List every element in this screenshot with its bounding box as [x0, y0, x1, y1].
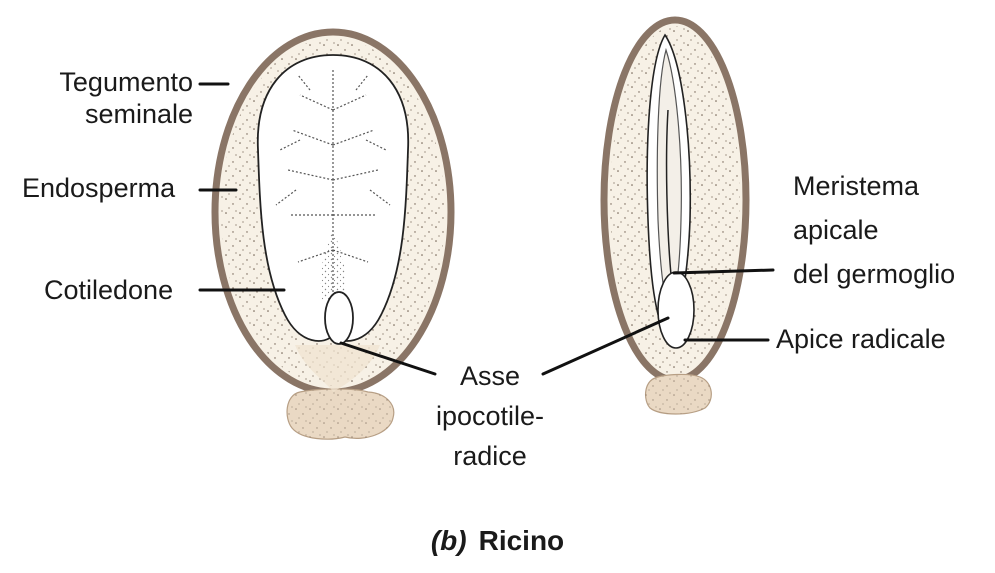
label-apice-radicale: Apice radicale	[776, 323, 946, 355]
label-meristema-apicale: Meristema apicale del germoglio	[793, 170, 955, 290]
label-tegumento-seminale: Tegumento seminale	[33, 66, 193, 130]
seed-side-view	[604, 20, 746, 414]
label-endosperma: Endosperma	[22, 172, 175, 204]
seed-face-view	[215, 32, 451, 439]
caption-tag: (b)	[431, 525, 467, 556]
hypocotyl-radicle-left	[325, 292, 353, 344]
caption-name: Ricino	[479, 525, 565, 556]
label-asse-ipocotile-radice: Asse ipocotile- radice	[425, 360, 555, 472]
figure-caption: (b) Ricino	[0, 525, 995, 557]
label-cotiledone: Cotiledone	[44, 274, 173, 306]
hypocotyl-radicle-right	[658, 272, 694, 348]
